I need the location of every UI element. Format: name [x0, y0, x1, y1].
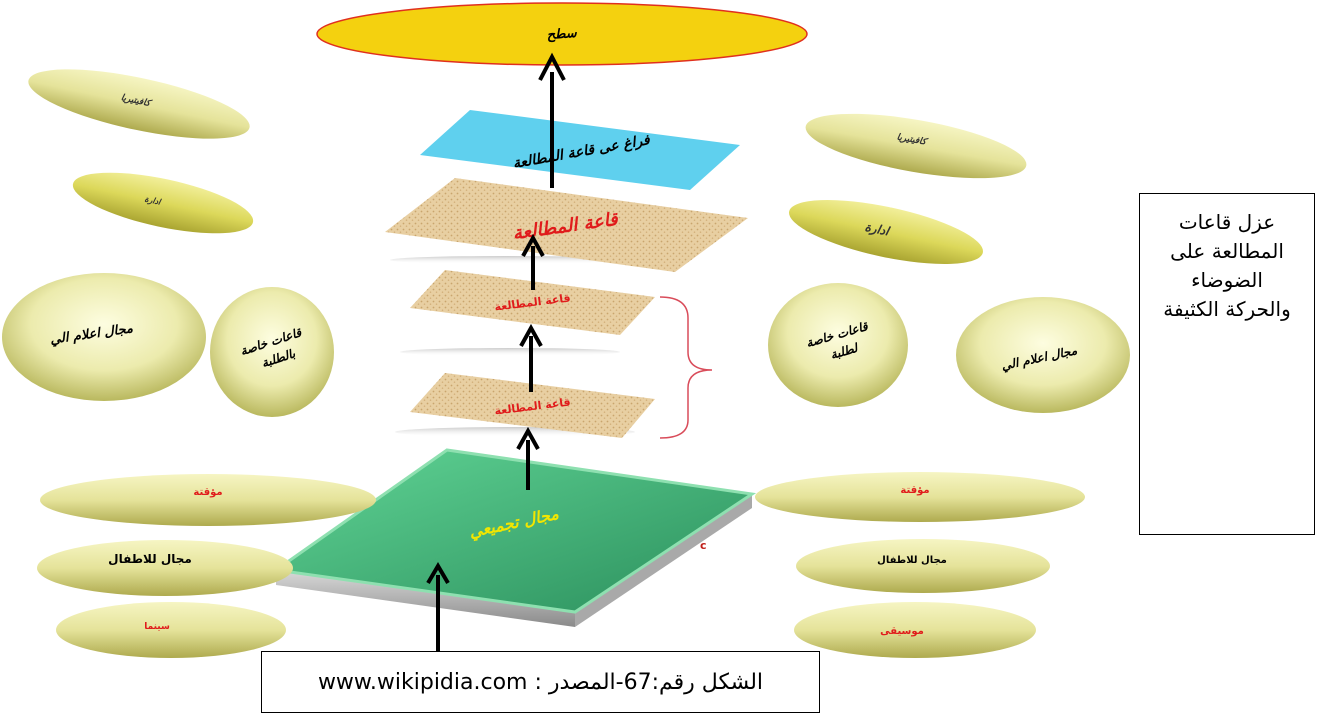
- right-student-halls-ellipse: [768, 283, 908, 407]
- arrow-main-head: [538, 52, 566, 81]
- plaza-slab-side: [276, 570, 575, 627]
- void-slab: [420, 110, 740, 190]
- left-student-halls-ellipse: [210, 287, 334, 417]
- reading-hall-main: [385, 178, 748, 272]
- plaza-corner-mark: c: [700, 539, 707, 552]
- left-admin-ellipse: [72, 172, 254, 234]
- left-temporary-label: مؤقتة: [193, 487, 222, 498]
- figure-caption: الشكل رقم:67-المصدر : www.wikipidia.com: [261, 651, 820, 713]
- arrow-4-head: [516, 426, 540, 450]
- right-temporary-ellipse: [755, 472, 1085, 522]
- right-music-label: موسيقى: [880, 626, 924, 637]
- right-media-ellipse: [956, 297, 1130, 413]
- roof-ellipse: [316, 2, 808, 66]
- right-admin-label: ادارة: [863, 220, 891, 240]
- right-children-ellipse: [796, 539, 1050, 593]
- plaza-top: [276, 450, 752, 612]
- left-cinema-label: سينما: [144, 622, 170, 632]
- right-cafeteria-ellipse: [805, 113, 1027, 179]
- brace: [659, 296, 713, 439]
- note-box: عزل قاعات المطالعة على الضوضاء والحركة ا…: [1139, 193, 1315, 535]
- left-children-ellipse: [37, 540, 293, 596]
- left-media-ellipse: [2, 273, 206, 401]
- shadow-1: [390, 256, 620, 264]
- arrow-3-head: [519, 323, 543, 347]
- right-children-label: مجال للاطفال: [877, 555, 947, 566]
- shadow-2: [400, 348, 620, 356]
- left-temporary-ellipse: [40, 474, 376, 526]
- left-children-label: مجال للاطفال: [108, 552, 192, 566]
- caption-text: الشكل رقم:67-المصدر : www.wikipidia.com: [317, 669, 764, 695]
- left-cinema-ellipse: [56, 602, 286, 658]
- right-admin-ellipse: [789, 200, 983, 264]
- right-temporary-label: مؤقتة: [900, 485, 929, 496]
- right-music-ellipse: [794, 602, 1036, 658]
- arrow-2-head: [521, 233, 545, 257]
- plaza-rim: [272, 448, 757, 614]
- left-cafeteria-ellipse: [28, 69, 250, 139]
- arrow-entry-head: [426, 562, 450, 585]
- note-text: عزل قاعات المطالعة على الضوضاء والحركة ا…: [1163, 210, 1291, 321]
- plaza-slab-side-right: [575, 494, 752, 627]
- reading-hall-small-2: [410, 373, 655, 438]
- roof-label: سطح: [546, 26, 578, 43]
- reading-hall-small-1: [410, 270, 655, 335]
